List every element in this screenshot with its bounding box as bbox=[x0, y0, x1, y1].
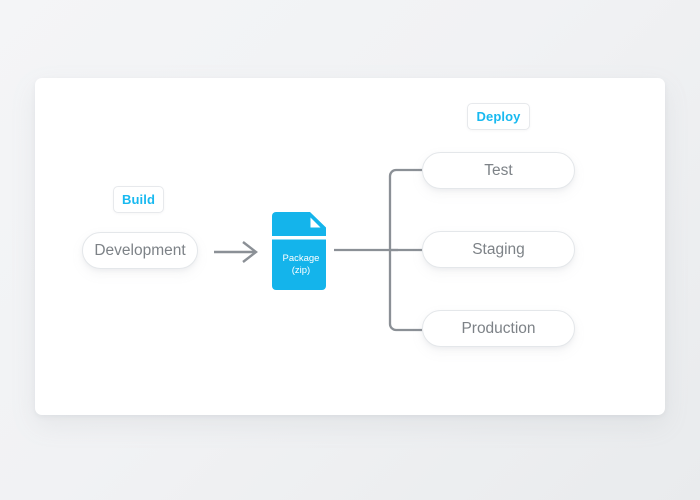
stage-badge-build[interactable]: Build bbox=[113, 186, 164, 213]
node-development[interactable]: Development bbox=[82, 232, 198, 269]
node-development-label: Development bbox=[94, 241, 186, 259]
node-staging-label: Staging bbox=[472, 240, 525, 258]
node-staging[interactable]: Staging bbox=[422, 231, 575, 268]
node-production[interactable]: Production bbox=[422, 310, 575, 347]
node-test[interactable]: Test bbox=[422, 152, 575, 189]
tree-connector bbox=[334, 168, 422, 332]
node-production-label: Production bbox=[461, 319, 536, 337]
node-test-label: Test bbox=[484, 161, 513, 179]
stage-badge-build-label: Build bbox=[122, 192, 155, 207]
stage-badge-deploy-label: Deploy bbox=[476, 109, 521, 124]
file-zip-icon[interactable] bbox=[272, 212, 330, 290]
arrow-right-icon bbox=[214, 241, 258, 263]
stage-badge-deploy[interactable]: Deploy bbox=[467, 103, 530, 130]
